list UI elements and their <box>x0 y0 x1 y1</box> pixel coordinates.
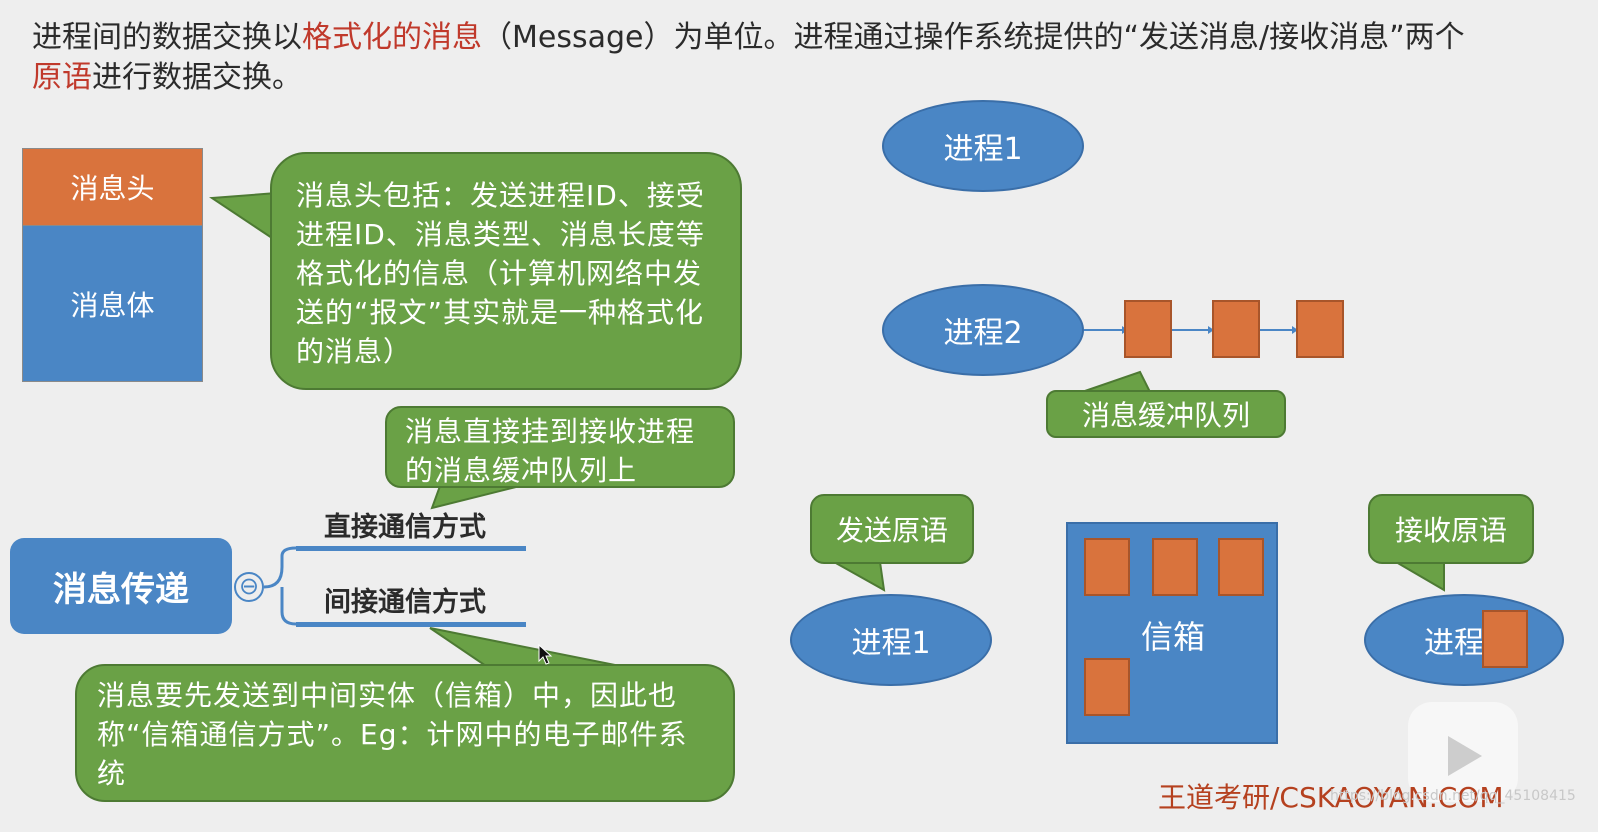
intro-highlight-primitive: 原语 <box>32 60 92 95</box>
send-label-pointer <box>830 561 886 592</box>
intro-paragraph: 进程间的数据交换以格式化的消息（Message）为单位。进程通过操作系统提供的“… <box>32 18 1472 98</box>
indirect-callout-pointer <box>429 627 621 667</box>
queue-label-pointer <box>1081 370 1152 393</box>
mailbox-container: 信箱 <box>1066 522 1278 744</box>
mailbox-label: 信箱 <box>1140 618 1205 656</box>
indirect-comm-callout-text: 消息要先发送到中间实体（信箱）中，因此也称“信箱通信方式”。Eg：计网中的电子邮… <box>97 679 688 790</box>
intro-text-3: 进行数据交换。 <box>92 60 302 95</box>
direct-comm-callout-text: 消息直接挂到接收进程的消息缓冲队列上 <box>405 415 696 487</box>
process2-bottom-label: 进程 <box>1424 626 1484 661</box>
queue-message-3 <box>1296 300 1344 358</box>
mailbox-message-3 <box>1218 538 1264 596</box>
mailbox-message-1 <box>1084 538 1130 596</box>
direct-comm-callout: 消息直接挂到接收进程的消息缓冲队列上 <box>385 406 735 488</box>
intro-text-1: 进程间的数据交换以 <box>32 20 302 55</box>
mindmap-underline-indirect <box>296 622 526 627</box>
recv-label-pointer <box>1392 561 1445 592</box>
mindmap-root-message-passing[interactable]: 消息传递 <box>10 538 232 634</box>
send-primitive-label: 发送原语 <box>810 494 974 564</box>
play-icon[interactable] <box>1448 736 1482 776</box>
watermark-url: https://blog.csdn.net/qq_45108415 <box>1330 788 1576 804</box>
mindmap-node-indirect[interactable]: 间接通信方式 <box>324 587 486 618</box>
mindmap-branch-lines <box>263 546 297 626</box>
mouse-cursor-icon <box>538 644 553 665</box>
indirect-comm-callout: 消息要先发送到中间实体（信箱）中，因此也称“信箱通信方式”。Eg：计网中的电子邮… <box>75 664 735 802</box>
incoming-message-box <box>1482 610 1528 668</box>
process1-top-node: 进程1 <box>882 100 1084 192</box>
mailbox-message-2 <box>1152 538 1198 596</box>
message-queue-label: 消息缓冲队列 <box>1046 390 1286 438</box>
intro-highlight-formatted-message: 格式化的消息 <box>302 20 482 55</box>
queue-message-1 <box>1124 300 1172 358</box>
message-header-callout-text: 消息头包括：发送进程ID、接受进程ID、消息类型、消息长度等格式化的信息（计算机… <box>296 179 705 368</box>
process1-bottom-node: 进程1 <box>790 594 992 686</box>
mindmap-node-direct[interactable]: 直接通信方式 <box>324 512 486 543</box>
message-body-block: 消息体 <box>22 226 203 382</box>
brand-footer: 王道考研/CSKAOYAN.COM <box>1158 781 1504 814</box>
queue-message-2 <box>1212 300 1260 358</box>
process2-node: 进程2 <box>882 284 1084 376</box>
mailbox-message-4 <box>1084 658 1130 716</box>
mindmap-underline-direct <box>296 546 526 551</box>
process2-bottom-node: 进程 <box>1364 594 1564 686</box>
message-header-block: 消息头 <box>22 148 203 226</box>
receive-primitive-label: 接收原语 <box>1368 494 1534 564</box>
collapse-node-icon[interactable]: ⊖ <box>234 572 264 602</box>
message-header-callout: 消息头包括：发送进程ID、接受进程ID、消息类型、消息长度等格式化的信息（计算机… <box>270 152 742 390</box>
intro-text-2: （Message）为单位。进程通过操作系统提供的“发送消息/接收消息”两个 <box>482 20 1465 55</box>
